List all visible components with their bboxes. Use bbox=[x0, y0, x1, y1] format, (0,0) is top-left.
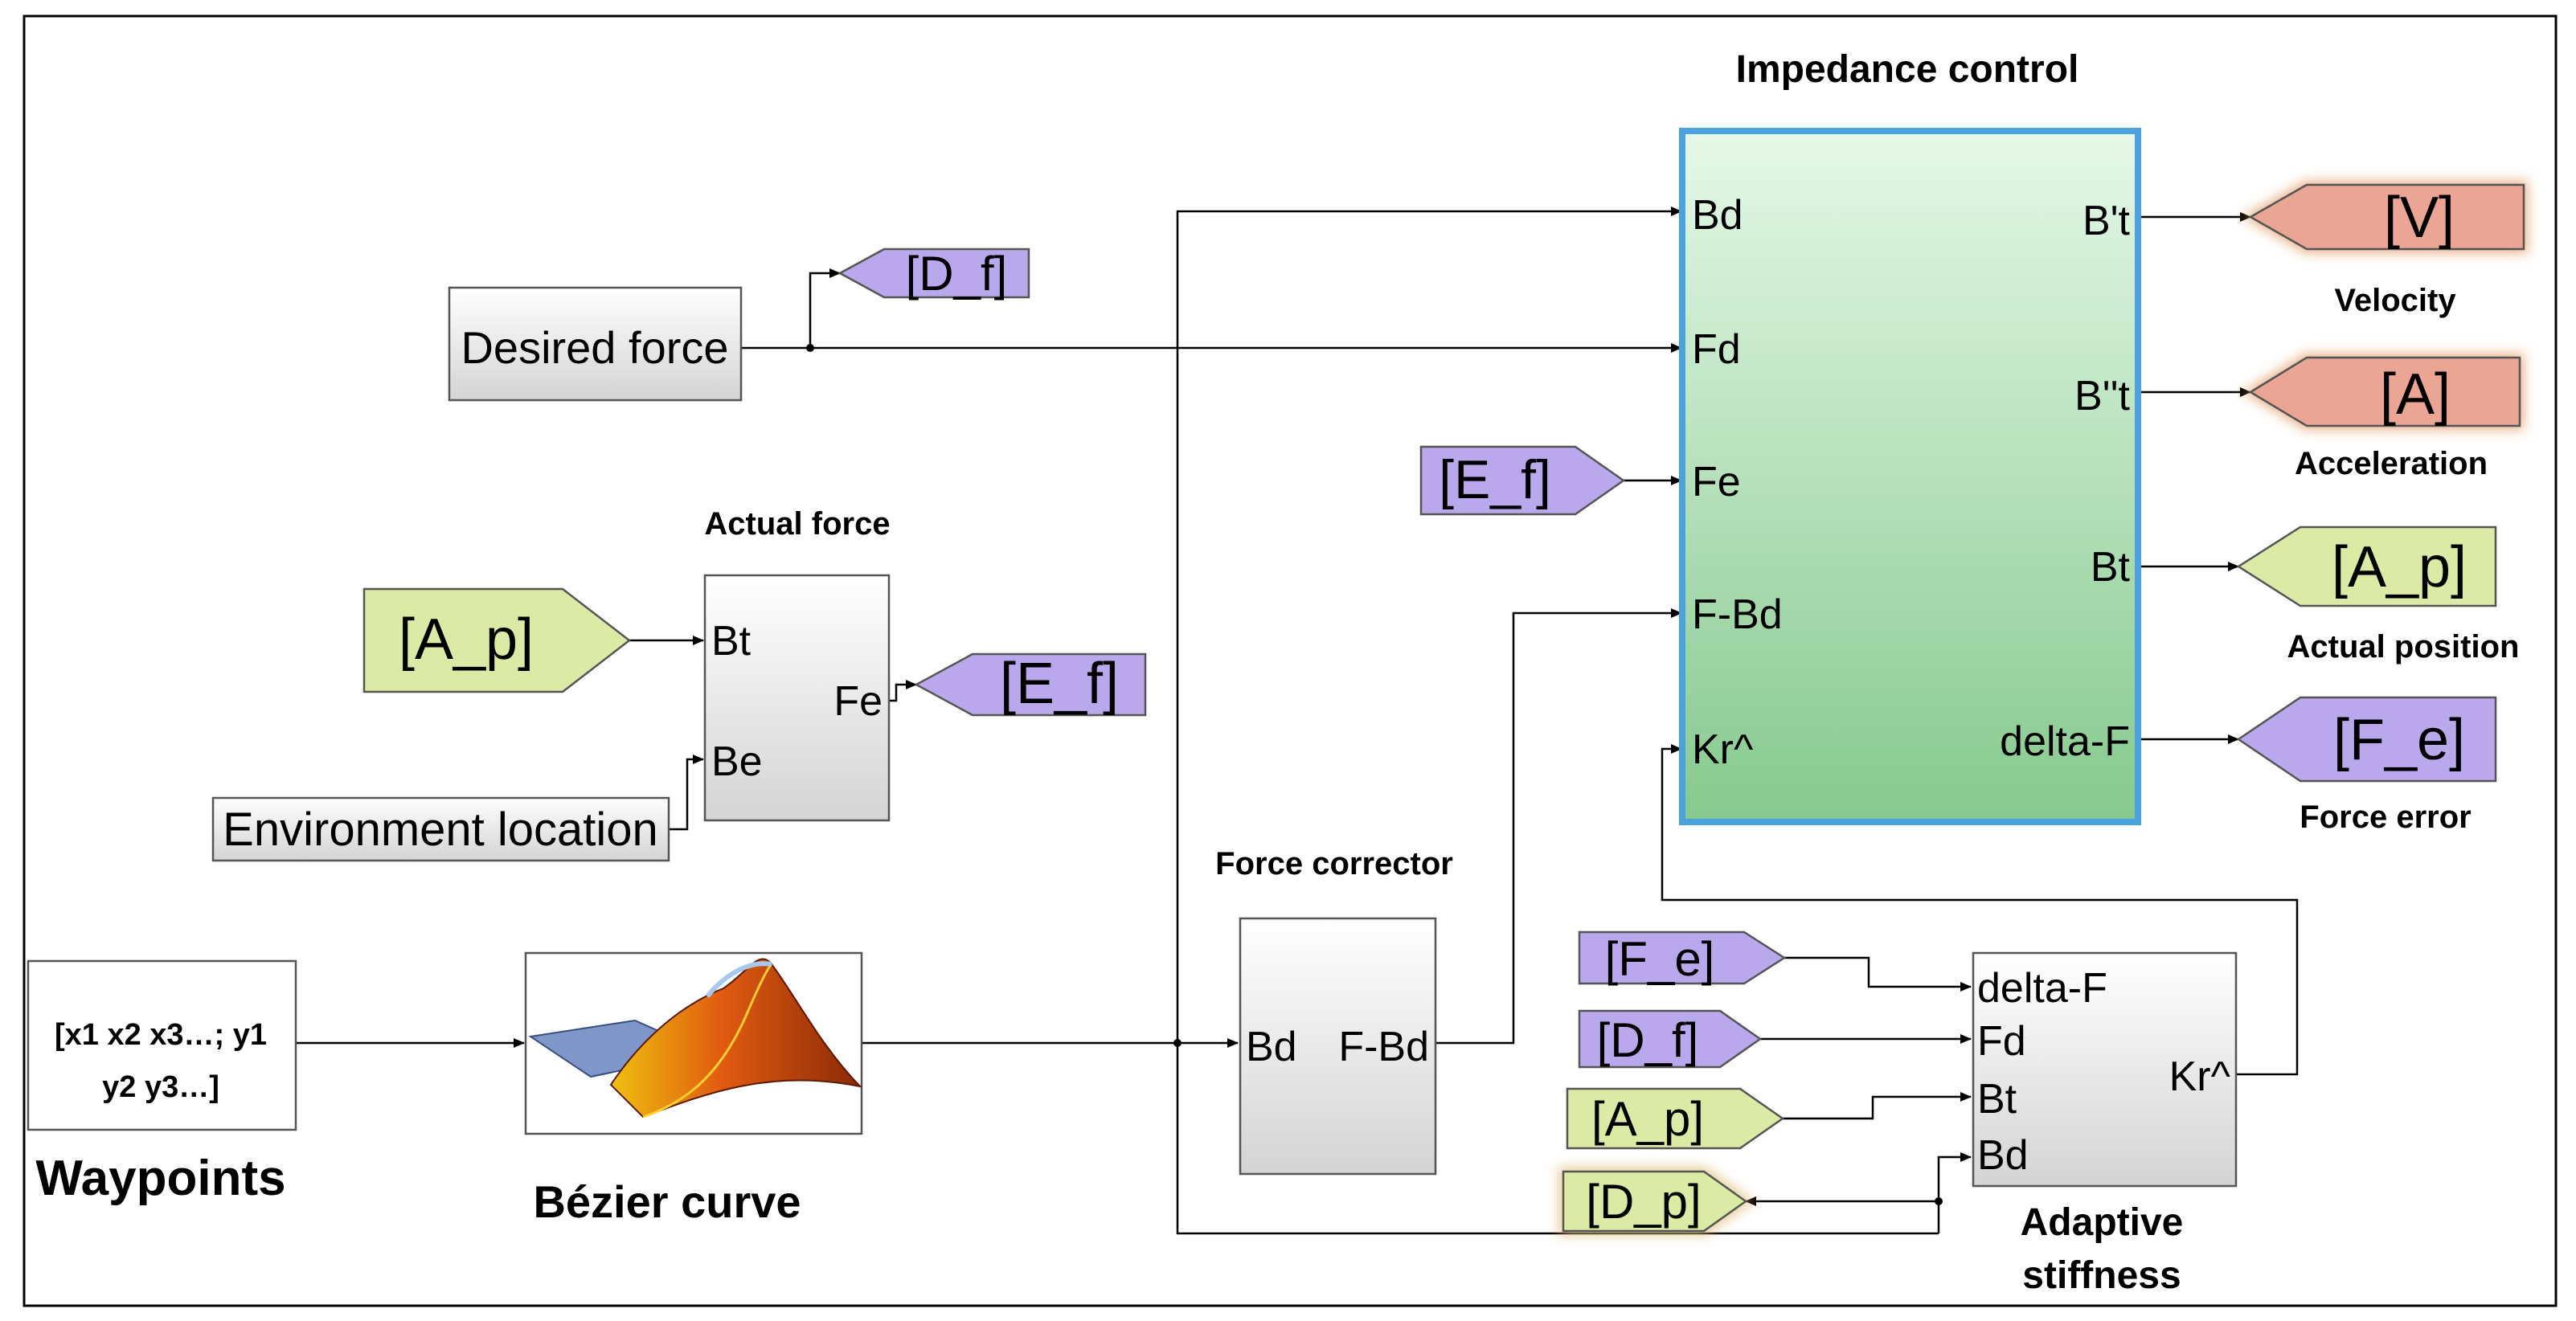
svg-text:[E_f]: [E_f] bbox=[1439, 449, 1551, 510]
svg-text:Fe: Fe bbox=[833, 678, 883, 725]
from-tag-a-p-adaptive[interactable]: [A_p] bbox=[1566, 1087, 1785, 1150]
impedance-out-bt1: B't bbox=[2083, 198, 2131, 244]
svg-text:[V]: [V] bbox=[2384, 186, 2455, 250]
adaptive-stiffness-block[interactable]: delta-F Fd Bt Bd Kr^ bbox=[1972, 951, 2238, 1188]
svg-text:delta-F: delta-F bbox=[1977, 965, 2107, 1012]
environment-location-block[interactable]: Environment location bbox=[211, 796, 670, 862]
diagram-frame bbox=[23, 14, 2558, 1307]
svg-text:Bt: Bt bbox=[1977, 1076, 2017, 1123]
force-corrector-block[interactable]: Bd F-Bd bbox=[1239, 917, 1437, 1176]
velocity-caption: Velocity bbox=[2334, 283, 2456, 318]
acceleration-caption: Acceleration bbox=[2295, 446, 2488, 481]
actual-position-caption: Actual position bbox=[2287, 629, 2520, 665]
impedance-in-kr: Kr^ bbox=[1692, 726, 1754, 773]
svg-text:Environment location: Environment location bbox=[223, 804, 658, 856]
svg-text:F-Bd: F-Bd bbox=[1338, 1024, 1429, 1070]
svg-text:[F_e]: [F_e] bbox=[2333, 708, 2465, 772]
impedance-in-fbd: F-Bd bbox=[1692, 591, 1783, 638]
svg-text:[E_f]: [E_f] bbox=[1000, 652, 1119, 716]
goto-tag-d-p[interactable]: [D_p] bbox=[1558, 1166, 1756, 1237]
svg-text:[D_f]: [D_f] bbox=[1597, 1013, 1699, 1067]
svg-text:Bd: Bd bbox=[1977, 1132, 2029, 1179]
goto-tag-f-e-out[interactable]: [F_e] bbox=[2236, 696, 2497, 783]
impedance-out-bt2: B''t bbox=[2074, 373, 2131, 419]
goto-tag-a[interactable]: [A] bbox=[2239, 352, 2525, 431]
svg-text:Bd: Bd bbox=[1246, 1024, 1297, 1070]
svg-text:Bt: Bt bbox=[711, 618, 752, 665]
bezier-curve-block[interactable] bbox=[524, 951, 863, 1135]
actual-force-title: Actual force bbox=[704, 506, 890, 542]
svg-text:[D_p]: [D_p] bbox=[1586, 1175, 1701, 1229]
impedance-out-deltaf: delta-F bbox=[2000, 718, 2130, 765]
svg-text:[x1 x2 x3…; y1: [x1 x2 x3…; y1 bbox=[55, 1018, 267, 1052]
from-tag-e-f[interactable]: [E_f] bbox=[1419, 445, 1626, 516]
from-tag-d-f[interactable]: [D_f] bbox=[1578, 1009, 1763, 1069]
waypoints-caption: Waypoints bbox=[35, 1151, 285, 1206]
goto-tag-d-f-top[interactable]: [D_f] bbox=[838, 247, 1030, 301]
signal-lines bbox=[296, 207, 2299, 1235]
impedance-control-block[interactable]: Impedance control Bd Fd Fe F-Bd Kr^ B't … bbox=[1679, 48, 2141, 825]
impedance-in-fd: Fd bbox=[1692, 326, 1741, 373]
svg-text:Fd: Fd bbox=[1977, 1018, 2026, 1065]
svg-text:[A]: [A] bbox=[2380, 362, 2451, 427]
wire-kr bbox=[1661, 744, 2299, 1076]
svg-text:[A_p]: [A_p] bbox=[399, 607, 534, 672]
bezier-caption: Bézier curve bbox=[533, 1176, 801, 1227]
wire-fbd bbox=[1435, 608, 1682, 1045]
svg-text:[A_p]: [A_p] bbox=[2332, 535, 2467, 599]
adaptive-title-2: stiffness bbox=[2022, 1254, 2181, 1297]
actual-force-block[interactable]: Actual force Bt Be Fe bbox=[703, 506, 891, 822]
impedance-body[interactable] bbox=[1679, 128, 2141, 825]
impedance-in-bd: Bd bbox=[1692, 192, 1743, 239]
from-tag-a-p-left[interactable]: [A_p] bbox=[362, 587, 632, 693]
svg-text:[A_p]: [A_p] bbox=[1591, 1092, 1704, 1146]
impedance-out-bt: Bt bbox=[2091, 544, 2131, 591]
from-tag-f-e[interactable]: [F_e] bbox=[1578, 930, 1787, 986]
desired-force-block[interactable]: Desired force bbox=[448, 286, 743, 402]
wire-bezier-bd bbox=[1176, 207, 1682, 1043]
adaptive-title-1: Adaptive bbox=[2021, 1201, 2184, 1244]
wire-fe-deltaf bbox=[1784, 956, 1972, 992]
wire-ap-bt2 bbox=[1783, 1092, 1972, 1120]
svg-text:[F_e]: [F_e] bbox=[1605, 932, 1715, 986]
wire-fe-ef bbox=[889, 680, 917, 702]
junction-dot bbox=[806, 344, 814, 352]
surface-plot-icon bbox=[528, 958, 862, 1119]
impedance-in-fe: Fe bbox=[1692, 459, 1741, 505]
svg-text:[D_f]: [D_f] bbox=[906, 247, 1008, 301]
impedance-title: Impedance control bbox=[1736, 48, 2079, 91]
goto-tag-v[interactable]: [V] bbox=[2238, 179, 2529, 255]
goto-tag-e-f[interactable]: [E_f] bbox=[914, 652, 1147, 717]
svg-text:y2 y3…]: y2 y3…] bbox=[102, 1070, 219, 1104]
waypoints-block[interactable]: [x1 x2 x3…; y1 y2 y3…] bbox=[27, 959, 297, 1131]
wire-adaptive-bd bbox=[1937, 1152, 1972, 1233]
wire-env-be bbox=[669, 755, 704, 831]
force-error-caption: Force error bbox=[2300, 800, 2471, 835]
goto-tag-a-p-out[interactable]: [A_p] bbox=[2236, 526, 2497, 607]
desired-force-label: Desired force bbox=[461, 322, 728, 373]
svg-text:Be: Be bbox=[711, 738, 763, 785]
wire-desired-force-branch bbox=[809, 268, 841, 348]
force-corrector-title: Force corrector bbox=[1215, 846, 1453, 881]
svg-text:Kr^: Kr^ bbox=[2169, 1053, 2231, 1100]
